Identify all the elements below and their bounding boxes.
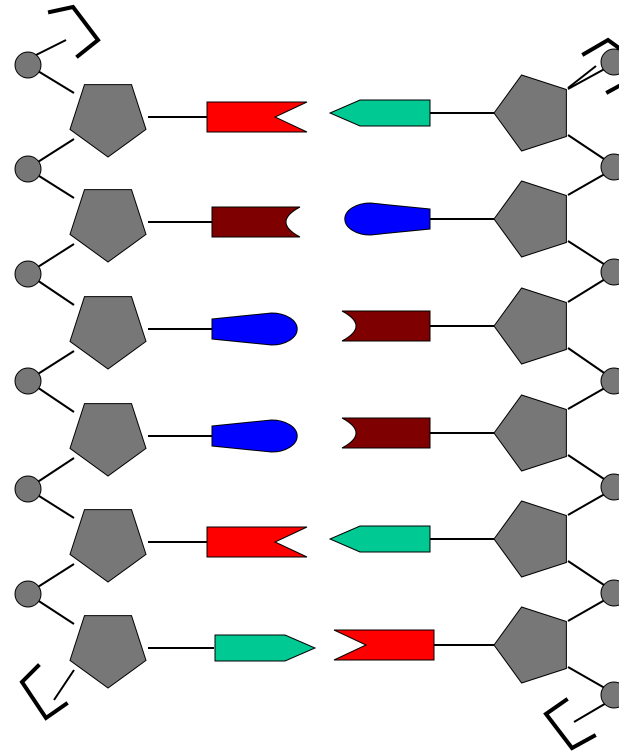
phosphate-circle-icon [600, 579, 619, 607]
backbone-bond [567, 384, 611, 410]
phosphate-circle-icon [14, 580, 42, 608]
backbone-bond [567, 454, 611, 484]
phosphate-circle-icon [600, 681, 619, 709]
backbone-bond [567, 560, 611, 590]
sugar-pentagon-icon [493, 180, 567, 258]
backbone-bond [567, 490, 611, 516]
adenine-base-icon [206, 101, 308, 133]
backbone-layer [14, 4, 619, 751]
strand-end-bracket-bottom-right [543, 697, 597, 751]
backbone-bond [567, 347, 611, 378]
strand-end-bracket-top-right-tail [605, 83, 619, 95]
phosphate-circle-icon [14, 51, 42, 79]
backbone-bond [567, 65, 597, 89]
thymine-base-icon [328, 525, 431, 553]
strand-end-bracket-top-right [581, 37, 619, 57]
sugar-pentagon-icon [493, 74, 567, 152]
cytosine-base-icon [341, 417, 431, 449]
strand-end-bracket-top-left [47, 4, 101, 59]
phosphate-circle-icon [600, 258, 619, 286]
phosphate-circle-icon [600, 48, 619, 76]
sugar-pentagon-icon [69, 84, 147, 158]
phosphate-circle-icon [600, 153, 619, 181]
backbone-bond [567, 596, 611, 622]
phosphate-circle-icon [14, 367, 42, 395]
sugar-pentagon-icon [493, 394, 567, 472]
backbone-bond [567, 275, 611, 303]
guanine-base-icon [344, 202, 431, 236]
cytosine-base-icon [211, 206, 301, 238]
sugar-pentagon-icon [69, 509, 147, 583]
phosphate-circle-icon [600, 473, 619, 501]
backbone-bond [567, 666, 611, 692]
adenine-base-icon [333, 629, 435, 661]
backbone-bond [567, 240, 611, 269]
strand-end-bracket-bottom-left [19, 663, 69, 721]
thymine-base-icon [214, 634, 317, 662]
backbone-bond [53, 669, 75, 701]
backbone-bond [567, 134, 611, 164]
bases-layer [206, 99, 435, 662]
phosphate-circle-icon [14, 475, 42, 503]
backbone-bond [567, 65, 611, 90]
phosphate-circle-icon [600, 367, 619, 395]
backbone-bond [567, 170, 611, 196]
sugar-pentagon-icon [69, 615, 147, 689]
sugar-pentagon-icon [69, 403, 147, 477]
guanine-base-icon [211, 419, 298, 453]
cytosine-base-icon [341, 310, 431, 342]
sugar-pentagon-icon [493, 606, 567, 684]
sugar-pentagon-icon [69, 296, 147, 370]
backbone-bond [573, 701, 609, 723]
guanine-base-icon [211, 312, 298, 346]
backbone-bond [35, 39, 67, 56]
phosphate-circle-icon [14, 155, 42, 183]
thymine-base-icon [328, 99, 431, 127]
adenine-base-icon [206, 526, 308, 558]
sugar-pentagon-icon [69, 189, 147, 263]
sugar-pentagon-icon [493, 500, 567, 578]
phosphate-circle-icon [14, 260, 42, 288]
sugar-pentagon-icon [493, 287, 567, 365]
